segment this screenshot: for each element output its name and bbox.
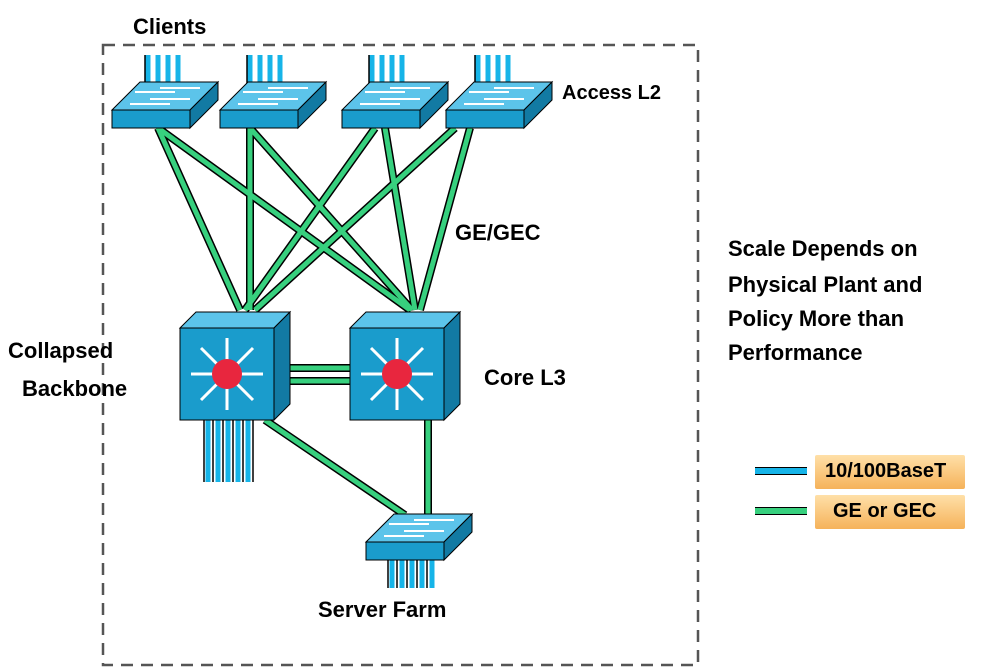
core-switch-2 (348, 310, 462, 422)
legend-gigabit-label: GE or GEC (833, 500, 937, 522)
server-farm-ports (389, 560, 435, 588)
scale-note-line2: Physical Plant and (728, 272, 923, 297)
legend-fast-ethernet-box: 10/100BaseT (815, 455, 965, 489)
legend-fast-ethernet-label: 10/100BaseT (825, 460, 947, 482)
legend-fast-ethernet-line (755, 467, 807, 475)
access-switch-1 (110, 80, 220, 130)
clients-label: Clients (133, 14, 207, 39)
backbone-ports (205, 420, 251, 482)
core-switch-1 (178, 310, 292, 422)
core-label: Core L3 (484, 365, 566, 390)
scale-note-line4: Performance (728, 340, 863, 365)
scale-note-line3: Policy More than (728, 306, 905, 331)
campus-boundary (101, 43, 700, 667)
access-switch-2 (218, 80, 328, 130)
server-farm-switch (364, 512, 474, 562)
client-ports (145, 55, 511, 85)
access-label: Access L2 (562, 82, 661, 104)
scale-note-line1: Scale Depends on (728, 236, 918, 261)
legend-gigabit-box: GE or GEC (815, 495, 965, 529)
gigabit-links (154, 124, 474, 519)
access-switch-3 (340, 80, 450, 130)
legend-gigabit-line (755, 507, 807, 515)
collapsed-label-line1: Collapsed (8, 338, 114, 363)
server-farm-label: Server Farm (318, 597, 447, 622)
access-switch-4 (444, 80, 554, 130)
ge-gec-label: GE/GEC (455, 220, 541, 245)
collapsed-label-line2: Backbone (22, 376, 128, 401)
